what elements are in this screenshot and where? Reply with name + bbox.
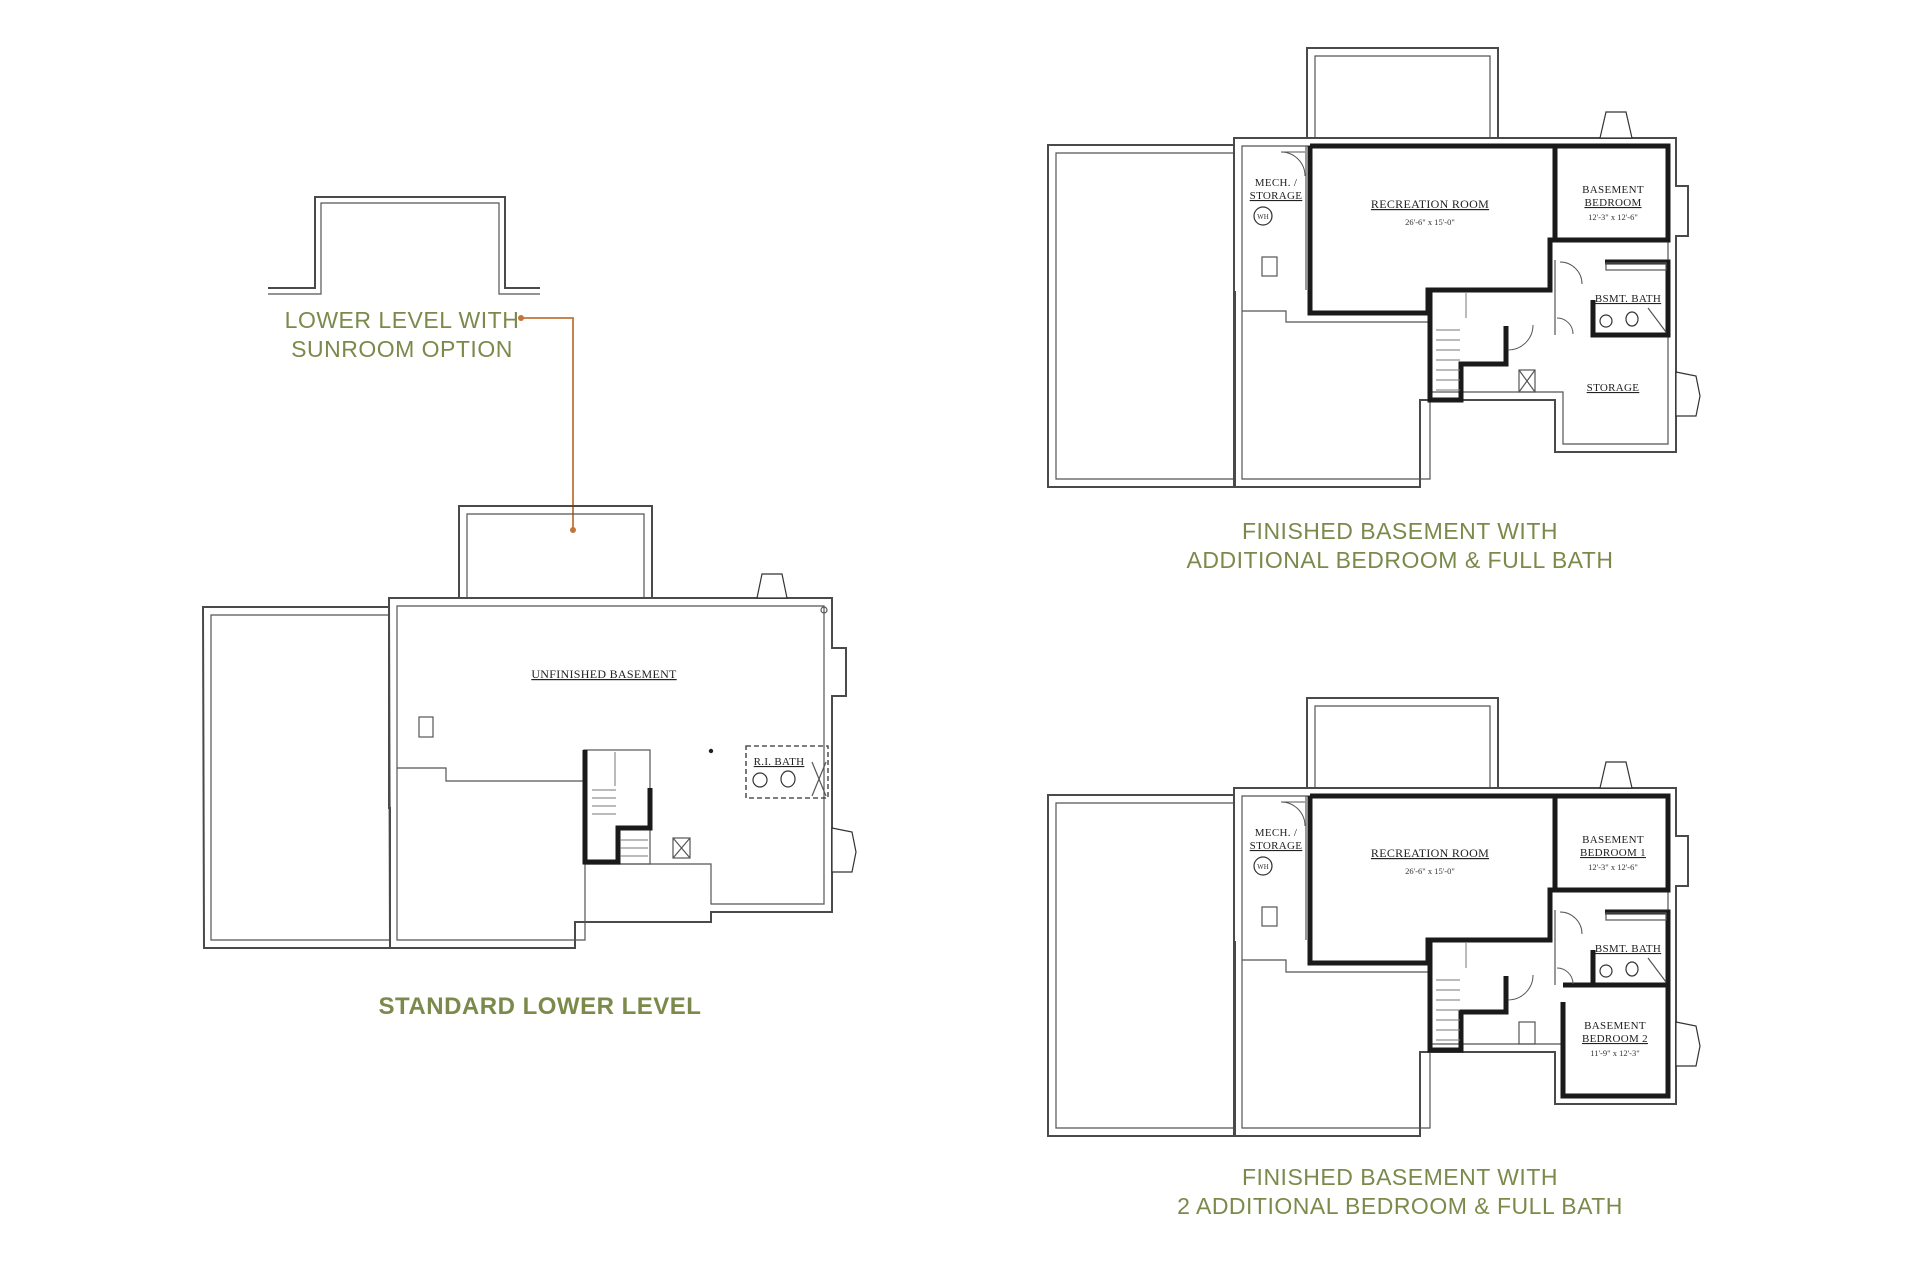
mech-label-a: MECH. / [1255,177,1298,189]
standard-lower-level-caption: STANDARD LOWER LEVEL [378,993,702,1020]
bedroom2-dim: 11'-9" x 12'-3" [1590,1048,1639,1058]
mech-storage-label-a: STORAGE [1250,190,1303,202]
bsmt-bath-label-b: BSMT. BATH [1595,943,1661,955]
svg-text:WH: WH [1257,213,1269,221]
rec-room-label-a: RECREATION ROOM [1371,197,1489,211]
bedroom2-label-line1: BASEMENT [1584,1020,1646,1032]
bedroom-dim-a: 12'-3" x 12'-6" [1588,212,1638,222]
ri-bath-label: R.I. BATH [754,756,805,768]
bedroom1-label-line2: BEDROOM 1 [1580,847,1646,859]
finished-basement-plan-b: WH MECH. / STORAGE RECREATION ROOM 26'-6… [1047,697,1701,1137]
storage-label-a: STORAGE [1587,382,1640,394]
svg-text:WH: WH [1257,863,1269,871]
bedroom1-label-line1: BASEMENT [1582,834,1644,846]
rec-room-dim-a: 26'-6" x 15'-0" [1405,217,1455,227]
sunroom-option-caption: LOWER LEVEL WITH SUNROOM OPTION [284,307,520,362]
bsmt-bath-label-a: BSMT. BATH [1595,293,1661,305]
bedroom1-dim: 12'-3" x 12'-6" [1588,862,1638,872]
rec-room-dim-b: 26'-6" x 15'-0" [1405,866,1455,876]
mech-label-b: MECH. / [1255,827,1298,839]
sunroom-leader-line [518,315,576,533]
standard-lower-level-plan: UNFINISHED BASEMENT R.I. BATH [201,505,857,949]
unfinished-basement-label: UNFINISHED BASEMENT [531,667,677,681]
finished-basement-plan-a: WH MECH. / STORAGE RECREATION ROOM 26'-6… [1047,47,1701,488]
bedroom-label-a-line1: BASEMENT [1582,184,1644,196]
mech-storage-label-b: STORAGE [1250,840,1303,852]
finished-basement-b-caption: FINISHED BASEMENT WITH 2 ADDITIONAL BEDR… [1177,1164,1623,1219]
bedroom-label-a-line2: BEDROOM [1584,197,1641,209]
bedroom2-label-line2: BEDROOM 2 [1582,1033,1648,1045]
finished-basement-a-caption: FINISHED BASEMENT WITH ADDITIONAL BEDROO… [1186,518,1614,573]
rec-room-label-b: RECREATION ROOM [1371,846,1489,860]
sunroom-option-outline [268,196,540,295]
